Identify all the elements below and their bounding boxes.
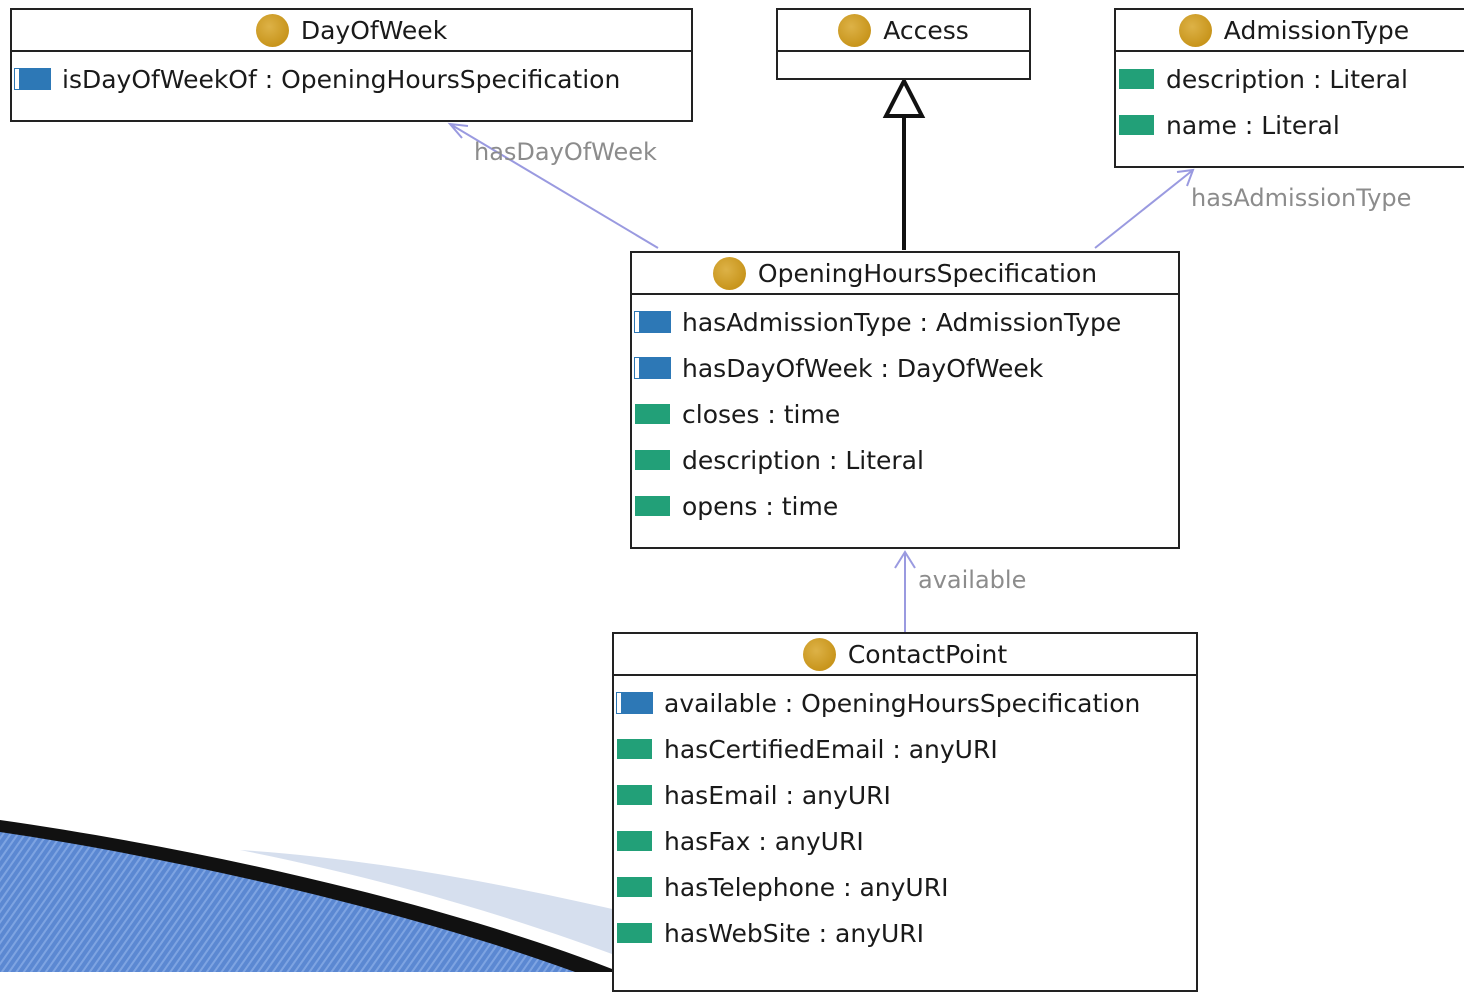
class-box-access[interactable]: Access [776, 8, 1031, 80]
data-property-icon [617, 923, 652, 943]
attribute-row: hasFax : anyURI [614, 818, 1196, 864]
attribute-row: hasEmail : anyURI [614, 772, 1196, 818]
edge-label-has-admission-type: hasAdmissionType [1191, 184, 1412, 212]
class-header: DayOfWeek [12, 10, 691, 52]
attribute-label: name : Literal [1166, 110, 1340, 140]
arrowhead-available [894, 550, 916, 569]
attribute-label: closes : time [682, 399, 841, 429]
data-property-icon [635, 450, 670, 470]
class-box-admissiontype[interactable]: AdmissionType description : Literal name… [1114, 8, 1464, 168]
class-box-openinghoursspecification[interactable]: OpeningHoursSpecification hasAdmissionTy… [630, 251, 1180, 549]
attribute-label: available : OpeningHoursSpecification [664, 688, 1141, 718]
attribute-row: hasCertifiedEmail : anyURI [614, 726, 1196, 772]
data-property-icon [617, 831, 652, 851]
attribute-row: closes : time [632, 391, 1178, 437]
attribute-label: hasDayOfWeek : DayOfWeek [682, 353, 1044, 383]
attribute-row: hasAdmissionType : AdmissionType [632, 299, 1178, 345]
attribute-label: description : Literal [1166, 64, 1408, 94]
attribute-row: opens : time [632, 483, 1178, 529]
data-property-icon [617, 739, 652, 759]
data-property-icon [1119, 69, 1154, 89]
data-property-icon [1119, 115, 1154, 135]
attribute-row: description : Literal [1116, 56, 1464, 102]
data-property-icon [617, 877, 652, 897]
class-header: Access [778, 10, 1029, 52]
class-name: DayOfWeek [300, 15, 448, 45]
class-icon [802, 637, 836, 671]
object-property-icon [616, 692, 653, 714]
class-header: ContactPoint [614, 634, 1196, 676]
class-name: OpeningHoursSpecification [757, 258, 1098, 288]
diagram-canvas: hasDayOfWeek hasAdmissionType available … [0, 8, 1464, 992]
connectors [447, 76, 1195, 632]
object-property-icon [634, 311, 671, 333]
arrowhead-has-admission-type [1176, 168, 1195, 187]
class-name: Access [883, 15, 969, 45]
attribute-label: description : Literal [682, 445, 924, 475]
class-icon [712, 256, 746, 290]
object-property-icon [634, 357, 671, 379]
attribute-row: description : Literal [632, 437, 1178, 483]
attribute-label: hasEmail : anyURI [664, 780, 891, 810]
arrowhead-has-day-of-week [447, 122, 469, 139]
class-icon [255, 13, 289, 47]
class-header: AdmissionType [1116, 10, 1464, 52]
class-name: ContactPoint [847, 639, 1008, 669]
generalization-arrowhead [882, 76, 926, 118]
class-name: AdmissionType [1223, 15, 1410, 45]
association-line-has-admission-type [1094, 169, 1194, 249]
attribute-row: hasTelephone : anyURI [614, 864, 1196, 910]
data-property-icon [617, 785, 652, 805]
attribute-row: hasDayOfWeek : DayOfWeek [632, 345, 1178, 391]
attribute-label: hasTelephone : anyURI [664, 872, 949, 902]
edge-label-has-day-of-week: hasDayOfWeek [474, 138, 657, 166]
object-property-icon [14, 68, 51, 90]
class-icon [1178, 13, 1212, 47]
class-box-dayofweek[interactable]: DayOfWeek isDayOfWeekOf : OpeningHoursSp… [10, 8, 693, 122]
class-header: OpeningHoursSpecification [632, 253, 1178, 295]
data-property-icon [635, 496, 670, 516]
attribute-row: isDayOfWeekOf : OpeningHoursSpecificatio… [12, 56, 691, 102]
class-icon [838, 13, 872, 47]
attribute-row: name : Literal [1116, 102, 1464, 148]
class-box-contactpoint[interactable]: ContactPoint available : OpeningHoursSpe… [612, 632, 1198, 992]
edge-label-available: available [918, 566, 1027, 594]
attribute-label: hasFax : anyURI [664, 826, 864, 856]
attribute-label: hasAdmissionType : AdmissionType [682, 307, 1122, 337]
attribute-label: hasWebSite : anyURI [664, 918, 925, 948]
attribute-row: available : OpeningHoursSpecification [614, 680, 1196, 726]
attribute-label: isDayOfWeekOf : OpeningHoursSpecificatio… [62, 64, 621, 94]
attribute-label: opens : time [682, 491, 839, 521]
attribute-label: hasCertifiedEmail : anyURI [664, 734, 998, 764]
association-line-has-day-of-week [449, 123, 659, 249]
attribute-row: hasWebSite : anyURI [614, 910, 1196, 956]
data-property-icon [635, 404, 670, 424]
